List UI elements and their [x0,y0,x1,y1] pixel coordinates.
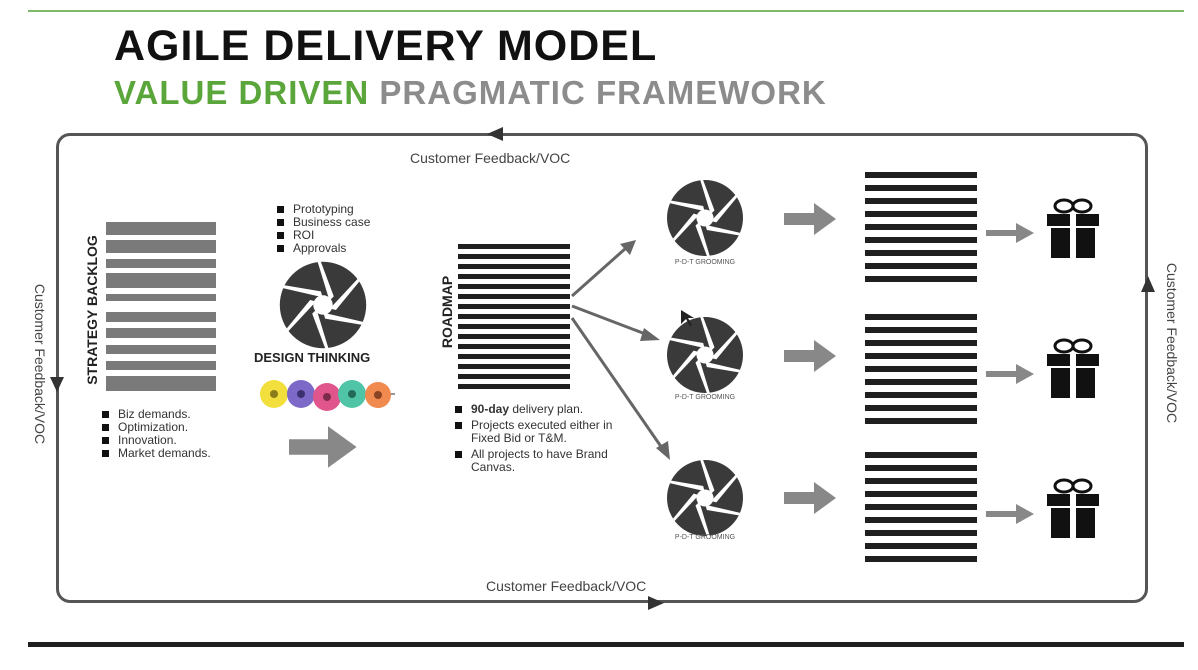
sprint-backlog-stack [865,314,977,424]
list-item: 90-day delivery plan. [453,403,613,416]
gift-icon [1045,198,1101,260]
sprint-backlog-stack [865,172,977,282]
strategy-backlog-bars [106,222,216,391]
loop-arrow-right-icon [1141,276,1155,292]
feedback-label-right: Customer Feedback/VOC [1164,262,1181,424]
loop-arrow-top-icon [487,127,503,141]
roadmap-bullets: 90-day delivery plan. Projects executed … [453,403,613,477]
grooming-label: P-D-T GROOMING [674,394,736,401]
list-item: Market demands. [100,447,211,460]
feedback-loop-frame [56,133,1148,603]
roadmap-label: ROADMAP [439,275,456,349]
arrow-right-icon [784,340,836,372]
arrow-right-icon [784,482,836,514]
list-item: Approvals [275,242,370,255]
list-item: Prototyping [275,203,370,216]
design-thinking-process-icon [260,380,395,411]
subtitle-value-driven: VALUE DRIVEN [114,74,370,111]
feedback-label-top: Customer Feedback/VOC [410,150,571,166]
loop-arrow-bottom-icon [648,596,664,610]
page-subtitle: VALUE DRIVEN PRAGMATIC FRAMEWORK [114,74,827,112]
grooming-aperture-icon [667,460,743,536]
list-item: All projects to have Brand Canvas. [453,448,613,474]
design-bullets: Prototyping Business case ROI Approvals [275,203,370,255]
subtitle-framework: PRAGMATIC FRAMEWORK [379,74,827,111]
arrow-right-icon [986,223,1034,243]
grooming-aperture-icon [667,317,743,393]
grooming-aperture-icon [667,180,743,256]
list-item: Business case [275,216,370,229]
feedback-label-bottom: Customer Feedback/VOC [486,578,647,594]
gift-icon [1045,478,1101,540]
arrow-right-icon [289,426,357,468]
cursor-pointer-icon [681,310,694,326]
list-item: Optimization. [100,421,211,434]
design-thinking-label: DESIGN THINKING [254,350,371,365]
gift-icon [1045,338,1101,400]
list-item: Biz demands. [100,408,211,421]
sprint-backlog-stack [865,452,977,562]
roadmap-bars [458,244,570,389]
strategy-backlog-label: STRATEGY BACKLOG [83,235,100,385]
arrow-right-icon [986,364,1034,384]
top-rule [28,10,1184,12]
list-item: Innovation. [100,434,211,447]
grooming-label: P-D-T GROOMING [674,534,736,541]
grooming-label: P-D-T GROOMING [674,259,736,266]
roadmap-90-day: 90-day [471,402,510,416]
feedback-label-left: Customer Feedback/VOC [32,283,49,445]
strategy-bullets: Biz demands. Optimization. Innovation. M… [100,408,211,460]
page-title: AGILE DELIVERY MODEL [114,22,658,70]
arrow-right-icon [986,504,1034,524]
list-item: Projects executed either in Fixed Bid or… [453,419,613,445]
roadmap-fanout-arrows [570,240,670,460]
design-thinking-aperture-icon [279,261,367,349]
roadmap-bullet-rest: delivery plan. [509,402,584,416]
loop-arrow-left-icon [50,377,64,392]
list-item: ROI [275,229,370,242]
bottom-rule [28,642,1184,647]
arrow-right-icon [784,203,836,235]
